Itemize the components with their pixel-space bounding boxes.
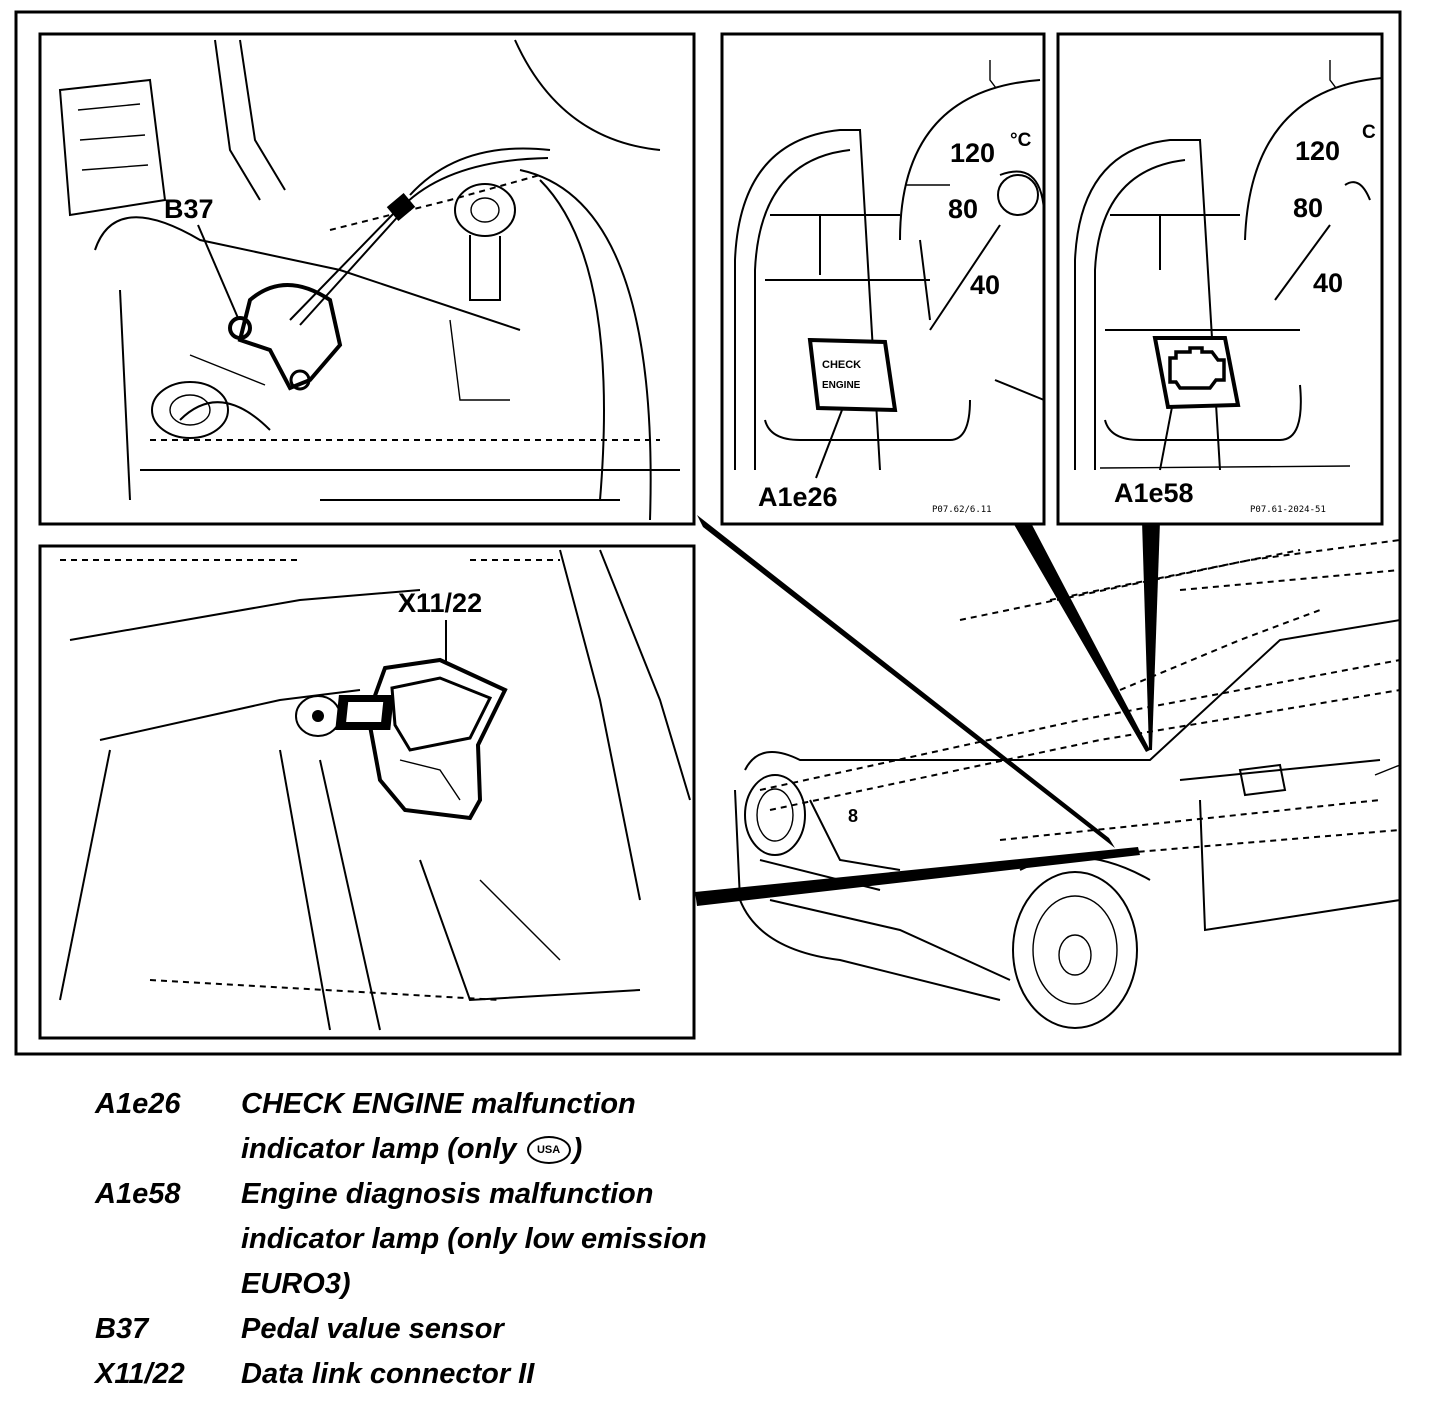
callout-x11-22: X11/22 [398,588,482,618]
legend-desc-text: CHECK ENGINE malfunction indicator lamp … [241,1088,636,1165]
legend-code: A1e58 [95,1178,181,1210]
legend-row-a1e58: A1e58 Engine diagnosis malfunction indic… [95,1172,995,1307]
left-gauge-unit: °C [1010,130,1032,151]
right-gauge-40: 40 [1313,268,1343,298]
ref-code-left: P07.62/6.11 [932,505,992,515]
lamp-text-check: CHECK [822,359,861,371]
check-engine-lamp: CHECK ENGINE [807,337,898,413]
callout-b37: B37 [164,194,214,224]
legend-row-x11-22: X11/22 Data link connector II [95,1352,995,1397]
legend-desc: Pedal value sensor [241,1313,504,1345]
svg-text:8: 8 [848,806,858,826]
left-gauge-120: 120 [950,138,995,168]
panel-data-link: X11/22 [38,544,696,1040]
callout-a1e58: A1e58 [1114,478,1194,508]
panel-engine-diagnosis-lamp: 120 C 80 40 A1e58 P07.61-2024-51 [1056,32,1384,526]
panel-pedal-sensor: B37 [38,32,696,526]
engine-lamp-icon [1152,336,1241,410]
figure-frame [14,10,1402,1056]
legend-code: X11/22 [95,1358,185,1390]
legend-desc-close: ) [572,1133,583,1165]
legend-code: A1e26 [95,1088,181,1120]
ref-code-right: P07.61-2024-51 [1250,505,1326,515]
right-gauge-120: 120 [1295,136,1340,166]
legend-desc: Engine diagnosis malfunction indicator l… [241,1178,707,1300]
lamp-text-engine: ENGINE [822,380,861,391]
legend-row-a1e26: A1e26 CHECK ENGINE malfunction indicator… [95,1082,995,1172]
left-gauge-80: 80 [948,194,978,224]
legend-code: B37 [95,1313,149,1345]
usa-icon: USA [526,1136,571,1165]
legend-desc: Data link connector II [241,1358,535,1390]
left-gauge-40: 40 [970,270,1000,300]
legend-row-b37: B37 Pedal value sensor [95,1307,995,1352]
leader-lines [695,515,1160,906]
panel-check-engine-lamp: 120 °C 80 40 CHECK ENGINE A1e26 P07.62/6… [720,32,1046,526]
callout-a1e26: A1e26 [758,482,838,512]
vehicle-illustration: 8 [734,539,1401,1029]
legend: A1e26 CHECK ENGINE malfunction indicator… [95,1082,995,1397]
component-location-figure: 8 [14,10,1402,1056]
legend-desc: CHECK ENGINE malfunction indicator lamp … [241,1082,995,1172]
right-gauge-80: 80 [1293,193,1323,223]
right-gauge-unit: C [1362,122,1376,143]
